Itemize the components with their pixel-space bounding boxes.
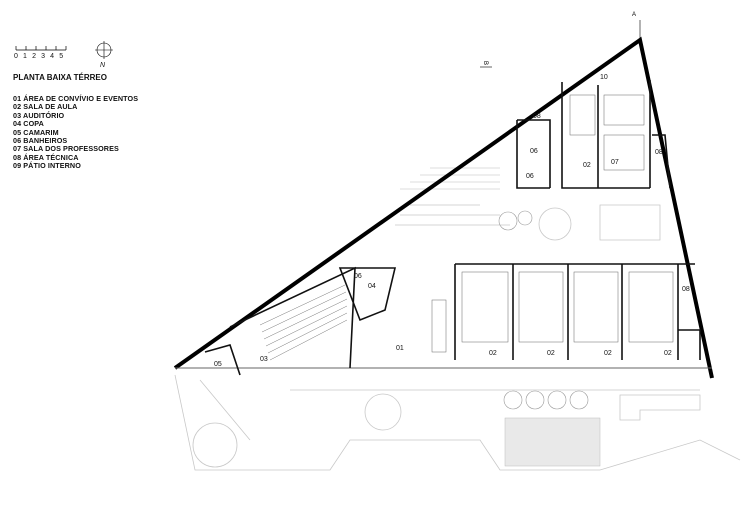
section-marker-b: B xyxy=(482,61,488,65)
room-label-07: 07 xyxy=(611,159,619,166)
room-label-02-a: 02 xyxy=(489,350,497,357)
room-label-01: 01 xyxy=(396,345,404,352)
room-label-06-small: 06 xyxy=(526,173,534,180)
legend-item: 07 SALA DOS PROFESSORES xyxy=(13,144,119,154)
auditorium-seats xyxy=(259,284,348,361)
tree-row xyxy=(498,210,589,410)
room-label-05: 05 xyxy=(214,361,222,368)
legend-item: 04 COPA xyxy=(13,119,44,129)
room-label-02-b: 02 xyxy=(547,350,555,357)
north-label: N xyxy=(100,62,106,69)
room-legend: 01 ÁREA DE CONVÍVIO E EVENTOS 02 SALA DE… xyxy=(13,94,139,171)
scale-bar-numbers: 0 1 2 3 4 5 xyxy=(14,53,65,60)
room-label-08-mid: 08 xyxy=(682,286,690,293)
legend-item: 05 CAMARIM xyxy=(13,127,59,137)
section-marker-a: A xyxy=(632,12,636,18)
room-label-10: 10 xyxy=(600,74,608,81)
legend-item: 06 BANHEIROS xyxy=(13,136,68,146)
scale-bar xyxy=(15,46,67,51)
classroom-desks xyxy=(431,94,674,353)
room-label-06-mid: 06 xyxy=(354,273,362,280)
legend-item: 08 ÁREA TÉCNICA xyxy=(13,152,79,162)
room-label-04: 04 xyxy=(368,283,376,290)
legend-item: 03 AUDITÓRIO xyxy=(13,110,65,120)
legend-item: 02 SALA DE AULA xyxy=(13,102,78,112)
room-label-06-top: 06 xyxy=(530,148,538,155)
site-context xyxy=(174,204,741,471)
stair-lines xyxy=(400,167,500,190)
room-label-02-top: 02 xyxy=(583,162,591,169)
legend-item: 01 ÁREA DE CONVÍVIO E EVENTOS xyxy=(13,94,139,103)
interior-walls xyxy=(204,80,701,376)
section-lines xyxy=(480,20,641,68)
outer-wall xyxy=(173,36,714,379)
room-label-02-c: 02 xyxy=(604,350,612,357)
paving-hatch xyxy=(504,417,601,467)
plan-title: PLANTA BAIXA TÉRREO xyxy=(13,73,107,82)
legend-item: 09 PÁTIO INTERNO xyxy=(13,161,81,171)
room-label-08-top: 08 xyxy=(533,113,541,120)
room-label-03: 03 xyxy=(260,356,268,363)
room-label-08-right: 08 xyxy=(655,149,663,156)
room-labels: 10 08 06 06 02 07 08 06 04 01 03 05 02 0… xyxy=(214,74,690,368)
room-label-02-d: 02 xyxy=(664,350,672,357)
north-arrow-icon xyxy=(95,41,113,59)
